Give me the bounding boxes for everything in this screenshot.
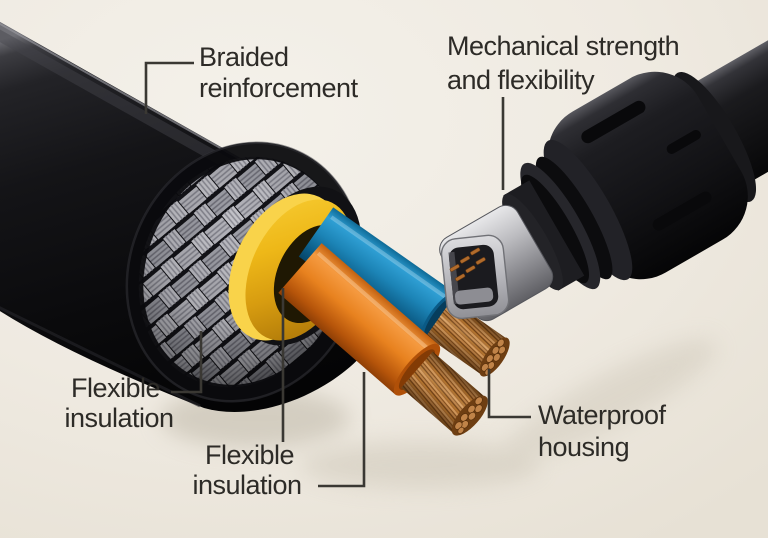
- labels: Braided reinforcement Mechanical strengt…: [64, 31, 686, 500]
- leader-flexible-bottom-orange: [318, 372, 366, 488]
- waterproof-connector: [439, 0, 768, 322]
- label-flexible-insulation-bottom: Flexible insulation: [192, 440, 301, 500]
- leader-waterproof-housing: [487, 369, 531, 419]
- metal-plug: [440, 234, 510, 320]
- blue-wire-copper-strands: [426, 300, 510, 377]
- cast-shadows: [160, 339, 717, 489]
- orange-wire: [278, 243, 488, 436]
- leader-flexible-left: [171, 331, 203, 394]
- label-braided-reinforcement: Braided reinforcement: [199, 42, 359, 103]
- orange-wire-copper-strands: [401, 351, 488, 436]
- label-flexible-insulation-left: Flexible insulation: [64, 373, 173, 433]
- leader-lines: [144, 61, 531, 488]
- plug-pins: [449, 247, 486, 282]
- plug-shelf: [454, 287, 494, 305]
- label-waterproof-housing: Waterproof housing: [538, 400, 673, 462]
- connector-cable: [653, 0, 768, 206]
- housing-slots: [581, 100, 712, 231]
- blue-wire: [298, 207, 510, 377]
- label-mechanical-strength: Mechanical strength and flexibility: [447, 31, 686, 95]
- leader-braided-reinforcement: [144, 61, 194, 114]
